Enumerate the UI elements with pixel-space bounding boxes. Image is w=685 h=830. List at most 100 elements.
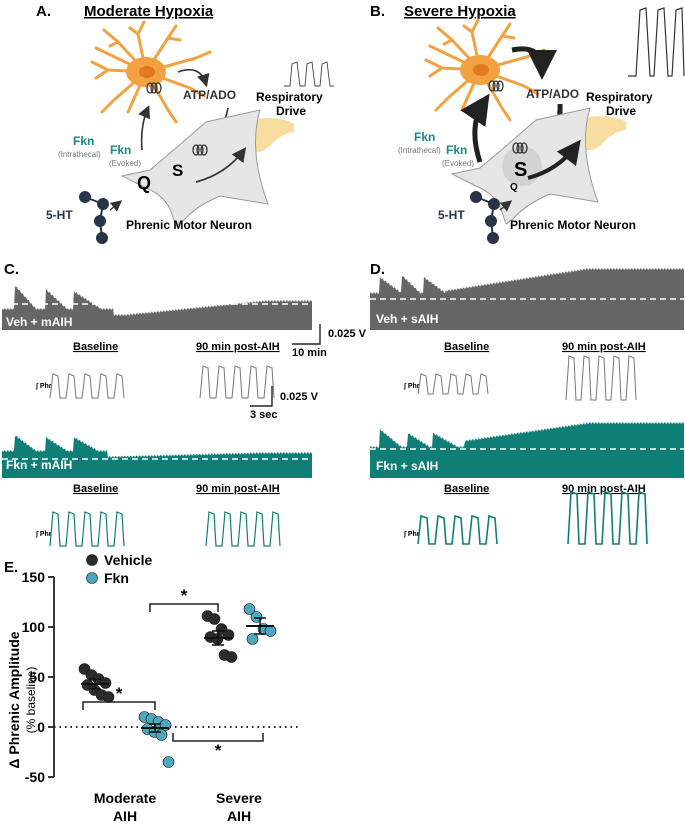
phr-label-d1: ∫ Phr bbox=[403, 383, 420, 390]
scale-minutes-c: 10 min bbox=[292, 347, 327, 359]
fkn-evoked-label: Fkn bbox=[110, 143, 131, 157]
significance-star: * bbox=[116, 684, 123, 703]
atp-ado-label: ATP/ADO bbox=[183, 88, 236, 102]
neurogram-trace bbox=[370, 422, 684, 478]
respiratory-drive-trace-b bbox=[628, 7, 685, 77]
burst-trace-baseline-d-fkn bbox=[417, 514, 498, 545]
panel-d: D. Veh + sAIH Baseline 90 min post-AIH ∫… bbox=[370, 261, 684, 545]
trace-d-bottom-label: Fkn + sAIH bbox=[376, 459, 438, 473]
intrathecal-label: (Intrathecal) bbox=[58, 150, 101, 159]
panel-a-title: Moderate Hypoxia bbox=[84, 3, 214, 20]
burst-trace-baseline-d-vehicle bbox=[417, 373, 489, 395]
scale-bar-c bbox=[292, 324, 321, 345]
serotonin-beads-icon bbox=[470, 191, 500, 244]
trace-c-vehicle bbox=[2, 286, 312, 330]
legend-label: Vehicle bbox=[104, 552, 152, 568]
burst-line bbox=[49, 511, 125, 547]
neurogram-trace bbox=[2, 435, 312, 478]
receptor-coil-icon bbox=[512, 142, 528, 154]
post-label-c1: 90 min post-AIH bbox=[196, 341, 280, 353]
astrocyte-a-nucleus bbox=[139, 66, 155, 78]
burst-line bbox=[417, 373, 489, 395]
panel-b-title: Severe Hypoxia bbox=[404, 3, 516, 20]
legend-marker bbox=[86, 554, 98, 566]
burst-line bbox=[417, 514, 498, 545]
panel-c: C. Veh + mAIH 0.025 V 10 min Baseline 90… bbox=[2, 261, 367, 547]
burst-line bbox=[199, 365, 275, 399]
data-point bbox=[264, 625, 277, 637]
arrow-to-drive-b bbox=[527, 139, 581, 180]
legend-label: Fkn bbox=[104, 570, 129, 586]
trace-c-top-label: Veh + mAIH bbox=[6, 315, 72, 329]
fkn-evoked-label-b: Fkn bbox=[446, 143, 467, 157]
s-label-b: S bbox=[514, 159, 527, 181]
burst-line bbox=[565, 355, 637, 401]
data-point bbox=[243, 603, 256, 615]
panel-b-letter: B. bbox=[370, 3, 385, 20]
motor-neuron-a bbox=[120, 109, 269, 227]
panel-e-letter: E. bbox=[4, 559, 18, 576]
astrocyte-b-nucleus bbox=[473, 64, 489, 76]
category-label: Severe bbox=[216, 790, 262, 806]
data-point bbox=[246, 633, 259, 645]
baseline-label-d2: Baseline bbox=[444, 483, 489, 495]
burst-line bbox=[567, 490, 648, 545]
baseline-label-c1: Baseline bbox=[73, 341, 118, 353]
evoked-label: (Evoked) bbox=[109, 159, 141, 168]
legend-marker bbox=[86, 572, 98, 584]
panel-a: A. Moderate Hypoxia ATP/ADO Respiratory bbox=[36, 3, 334, 244]
scale-seconds: 3 sec bbox=[250, 409, 278, 421]
atp-ado-label-b: ATP/ADO bbox=[526, 87, 579, 101]
receptor-coil-icon bbox=[192, 144, 208, 156]
evoked-label-b: (Evoked) bbox=[442, 159, 474, 168]
motor-neuron-label-b: Phrenic Motor Neuron bbox=[510, 218, 636, 232]
burst-trace-baseline-c-vehicle bbox=[49, 373, 125, 399]
post-label-d1: 90 min post-AIH bbox=[562, 341, 646, 353]
trace-c-bottom-label: Fkn + mAIH bbox=[6, 458, 72, 472]
drive-label-b: Drive bbox=[606, 104, 636, 118]
category-label: AIH bbox=[227, 808, 251, 824]
significance-bracket bbox=[82, 701, 156, 710]
burst-line bbox=[205, 511, 281, 547]
neurogram-trace bbox=[370, 268, 684, 330]
data-point bbox=[208, 613, 221, 625]
neurogram-trace bbox=[2, 286, 312, 330]
respiratory-label-b: Respiratory bbox=[586, 90, 653, 104]
fkn-intrathecal-label: Fkn bbox=[73, 134, 94, 148]
scale-voltage-c1: 0.025 V bbox=[328, 328, 367, 340]
panel-b: B. Severe Hypoxia ATP/ADO Respiratory Dr… bbox=[370, 3, 685, 244]
significance-bracket bbox=[149, 603, 219, 612]
data-point bbox=[225, 651, 238, 663]
drive-label: Drive bbox=[276, 104, 306, 118]
scale-voltage-c2: 0.025 V bbox=[280, 391, 319, 403]
panel-c-letter: C. bbox=[4, 261, 19, 278]
post-label-d2: 90 min post-AIH bbox=[562, 483, 646, 495]
arrow-5ht-b bbox=[499, 200, 513, 212]
serotonin-beads-icon bbox=[79, 191, 109, 244]
y-tick-label: 0 bbox=[37, 719, 45, 735]
y-tick-label: 100 bbox=[22, 619, 46, 635]
burst-trace-baseline-c-fkn bbox=[49, 511, 125, 547]
category-label: AIH bbox=[113, 808, 137, 824]
data-point bbox=[155, 729, 168, 741]
burst-trace-post-c-vehicle bbox=[199, 365, 275, 399]
arrow-fkn-to-astrocyte-b bbox=[460, 93, 490, 163]
y-tick-label: 50 bbox=[29, 669, 45, 685]
y-tick-label: 150 bbox=[22, 569, 46, 585]
panel-a-letter: A. bbox=[36, 3, 51, 20]
trace-d-fkn bbox=[370, 422, 684, 478]
arrow-to-drive-a bbox=[195, 147, 247, 183]
phr-label-c2: ∫ Phr bbox=[35, 531, 52, 538]
dendrite-b bbox=[574, 116, 626, 151]
serotonin-label-b: 5-HT bbox=[438, 208, 465, 222]
arrow-atp-release-b bbox=[511, 46, 557, 80]
burst-trace-post-c-fkn bbox=[205, 511, 281, 547]
y-axis-sublabel: (% baseline) bbox=[24, 667, 38, 734]
q-label-a: Q bbox=[137, 173, 151, 193]
motor-neuron-label-a: Phrenic Motor Neuron bbox=[126, 218, 252, 232]
panel-d-letter: D. bbox=[370, 261, 385, 278]
baseline-label-c2: Baseline bbox=[73, 483, 118, 495]
y-axis-label: Δ Phrenic Amplitude bbox=[6, 631, 22, 768]
q-label-b: Q bbox=[510, 182, 518, 193]
